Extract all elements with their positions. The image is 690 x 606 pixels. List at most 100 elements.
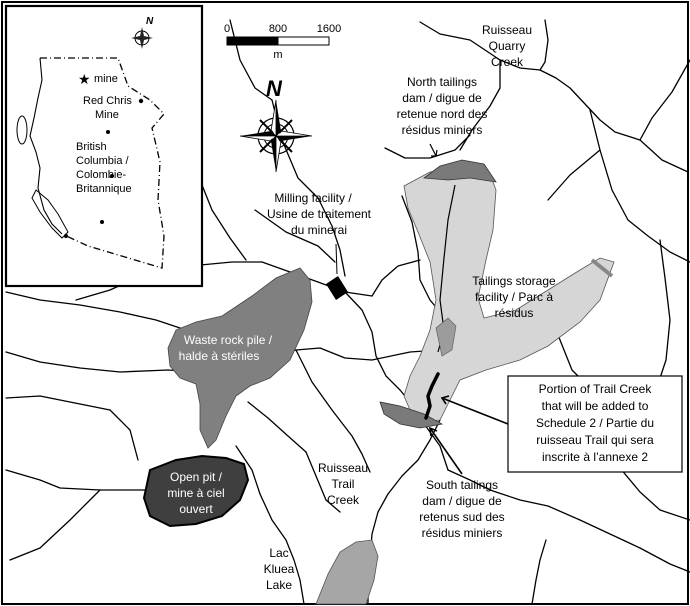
portion-callout-box (507, 375, 683, 473)
label-quarry-creek: Ruisseau Quarry Creek (482, 23, 532, 69)
label-south-dam-4: résidus miniers (422, 526, 503, 540)
tsf-interior-patch (435, 317, 457, 357)
stream-south-1 (305, 451, 341, 513)
label-open-pit: Open pit / mine à ciel ouvert (167, 470, 224, 516)
inset-bc-border (40, 57, 165, 269)
label-open-pit-3: ouvert (179, 502, 213, 516)
label-quarry-creek-3: Creek (491, 55, 524, 69)
label-milling-2: Usine de traitement (267, 207, 372, 221)
label-portion: Portion of Trail Creek that will be adde… (536, 382, 654, 464)
north-letter: N (266, 76, 283, 101)
label-north-dam-3: retenue nord des (397, 107, 488, 121)
inset-province-1: British (76, 141, 107, 153)
south-dam-arrow (429, 426, 463, 475)
label-kluea-lake-2: Kluea (264, 562, 295, 576)
label-tsf-1: Tailings storage (472, 274, 556, 288)
northeast-tailings-dam (590, 258, 614, 278)
label-north-dam-2: dam / digue de (402, 91, 482, 105)
stream-upper-right-a (419, 21, 501, 61)
label-tsf-2: facility / Parc à (475, 290, 553, 304)
scale-tick-0: 0 (224, 23, 230, 35)
inset-mine-name-2: Mine (95, 109, 119, 121)
stream-tsf-west (371, 259, 421, 297)
label-south-dam: South tailings dam / digue de retenus su… (419, 478, 504, 540)
scale-bar-white-segment (277, 36, 330, 46)
label-portion-5: inscrite à l’annexe 2 (542, 450, 648, 464)
open-pit (142, 454, 250, 528)
inset-province-2: Columbia / (76, 155, 130, 167)
label-waste-rock-1: Waste rock pile / (184, 333, 273, 347)
north-tailings-dam (422, 159, 497, 183)
label-quarry-creek-1: Ruisseau (482, 23, 532, 37)
kluea-lake (315, 539, 379, 605)
scale-tick-1600: 1600 (317, 23, 341, 35)
milling-facility (326, 276, 348, 300)
inset-map: N ★ mine Red Chris Mine British Columbia… (4, 4, 204, 288)
inset-town-dot (100, 220, 104, 224)
inset-town-dot (64, 234, 68, 238)
label-kluea-lake-1: Lac (269, 546, 288, 560)
stream-quarry-creek (499, 59, 689, 173)
label-south-dam-1: South tailings (426, 478, 498, 492)
stream-quarry-north (539, 19, 549, 71)
milling-facility-leader (335, 243, 338, 275)
stream-central-5 (295, 349, 371, 473)
label-north-dam: North tailings dam / digue de retenue no… (397, 75, 488, 137)
label-portion-1: Portion of Trail Creek (539, 382, 653, 396)
inset-town-dot (106, 130, 110, 134)
stream-south-4 (531, 539, 547, 605)
label-trail-creek: Ruisseau Trail Creek (318, 461, 368, 507)
inset-town-dot (138, 98, 144, 104)
inset-province-4: Britannique (76, 183, 132, 195)
north-dam-arrow (429, 143, 438, 157)
label-milling-3: du minerai (291, 223, 347, 237)
label-trail-creek-3: Creek (327, 493, 360, 507)
label-south-dam-2: dam / digue de (422, 494, 502, 508)
label-north-dam-1: North tailings (407, 75, 477, 89)
stream-central-6 (247, 401, 307, 453)
label-tsf: Tailings storage facility / Parc à résid… (472, 274, 556, 320)
stream-quarry-east (639, 59, 690, 141)
inset-legend-mine: mine (94, 73, 118, 85)
south-tailings-dam (379, 401, 444, 429)
stream-south-3 (447, 469, 690, 573)
stream-central-1 (261, 261, 373, 297)
inset-legend-symbol: ★ (78, 71, 91, 87)
scale-tick-800: 800 (269, 23, 287, 35)
inset-town-dot (110, 174, 114, 178)
scale-bar: 0 800 1600 m (224, 23, 341, 61)
trail-creek-portion (424, 372, 440, 420)
label-kluea-lake: Lac Kluea Lake (264, 546, 295, 592)
inset-coastline (29, 57, 63, 235)
label-open-pit-1: Open pit / (170, 470, 223, 484)
stream-central-3 (344, 291, 449, 471)
waste-rock-pile (167, 267, 313, 449)
stream-west-6 (5, 469, 151, 491)
stream-west-2 (5, 291, 187, 331)
stream-central-8 (235, 445, 261, 495)
scale-bar-black-segment (226, 36, 279, 46)
label-quarry-creek-2: Quarry (489, 39, 526, 53)
stream-west-5 (5, 395, 111, 411)
label-kluea-lake-3: Lake (266, 578, 292, 592)
label-north-dam-4: résidus miniers (402, 123, 483, 137)
label-portion-2: that will be added to (542, 399, 649, 413)
inset-north-letter: N (146, 16, 154, 27)
label-south-dam-3: retenus sud des (419, 510, 504, 524)
stream-west-7 (9, 489, 101, 561)
stream-tsf-central (401, 195, 441, 313)
stream-north-dam-creek (384, 134, 471, 159)
portion-arrow (440, 395, 509, 425)
compass-rose-icon (239, 99, 313, 173)
label-waste-rock: Waste rock pile / halde à stériles (179, 333, 273, 363)
stream-west-8 (109, 409, 139, 461)
inset-province-3: Colombie- (76, 169, 126, 181)
stream-milling-c (254, 209, 336, 263)
inset-island-haida-gwaii (16, 115, 28, 145)
label-waste-rock-2: halde à stériles (179, 349, 260, 363)
label-open-pit-2: mine à ciel (167, 486, 224, 500)
label-portion-4: ruisseau Trail qui sera (536, 433, 654, 447)
scale-unit: m (273, 49, 282, 61)
stream-right-mid (547, 149, 601, 201)
